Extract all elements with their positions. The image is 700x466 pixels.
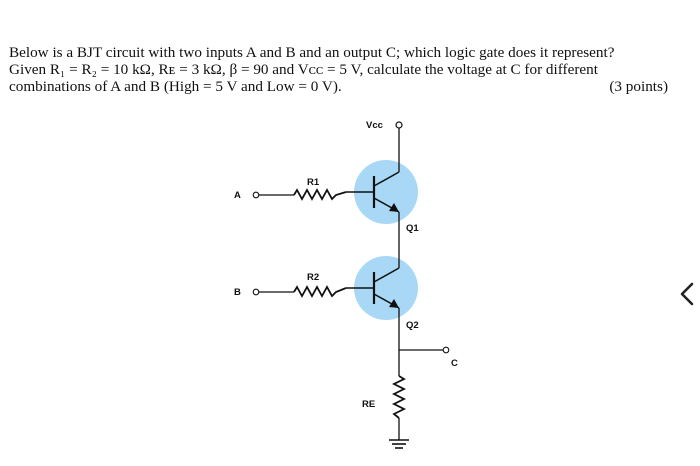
q2-highlight (354, 256, 418, 320)
r1-resistor (293, 188, 347, 201)
question-line-1: Below is a BJT circuit with two inputs A… (9, 44, 615, 61)
ground-icon (389, 439, 409, 449)
re-label: RE (362, 399, 375, 410)
q1-label: Q1 (406, 223, 419, 234)
output-c-terminal (442, 346, 450, 354)
q2-transistor (346, 267, 400, 309)
q2-label: Q2 (406, 320, 419, 331)
q1-emitter-arrow (389, 203, 399, 212)
vcc-terminal (395, 121, 403, 129)
header-bar (0, 0, 700, 42)
q2-emitter-arrow (389, 299, 399, 308)
chevron-left-icon (680, 282, 694, 306)
output-c-label: C (451, 358, 458, 369)
question-text: Below is a BJT circuit with two inputs A… (9, 44, 669, 95)
r2-label: R2 (307, 272, 319, 283)
input-a-label: A (234, 190, 241, 201)
question-line-2: Given R₁ = R₂ = 10 kΩ, Rᴇ = 3 kΩ, β = 90… (9, 61, 598, 78)
points-label: (3 points) (609, 78, 668, 95)
input-a-terminal (252, 191, 260, 199)
q1-highlight (354, 160, 418, 224)
r2-resistor (293, 285, 347, 298)
input-b-label: B (234, 287, 241, 298)
vcc-label: Vcc (366, 120, 383, 131)
question-line-3: combinations of A and B (High = 5 V and … (9, 78, 342, 95)
re-resistor (391, 375, 407, 419)
input-b-terminal (252, 288, 260, 296)
r1-label: R1 (307, 177, 320, 188)
previous-button[interactable] (674, 266, 700, 322)
